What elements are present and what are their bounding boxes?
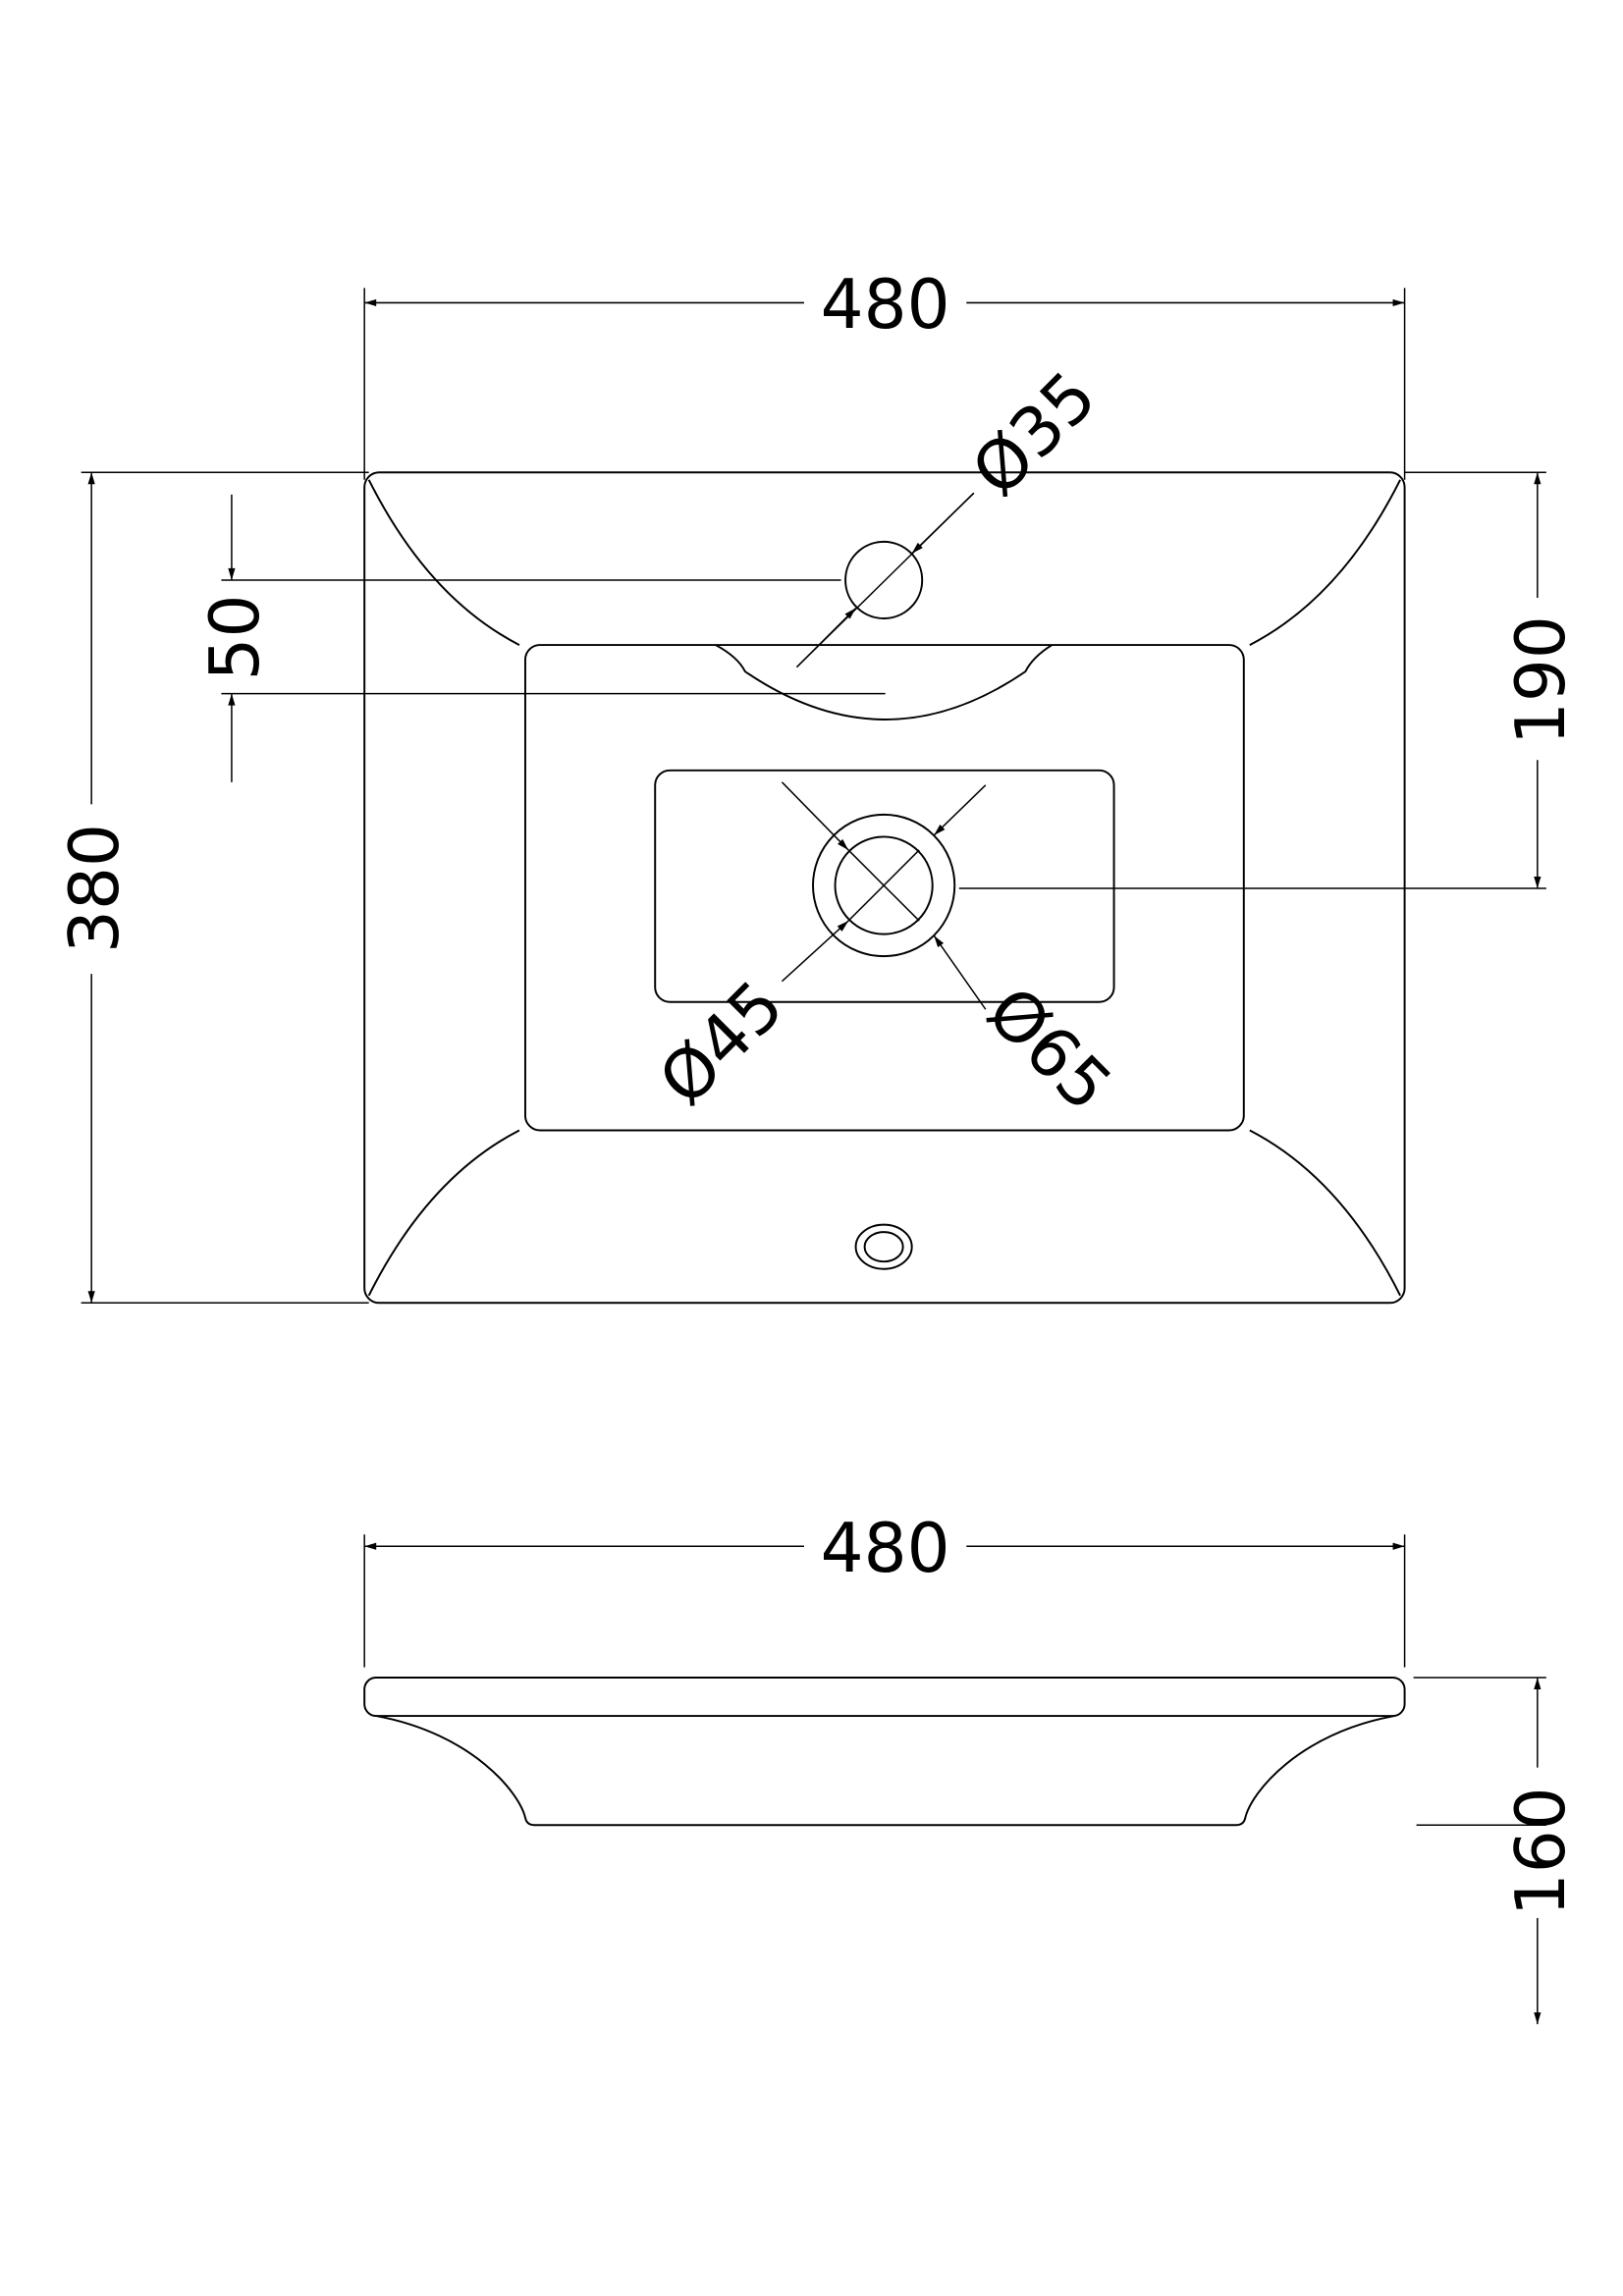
tap-deck-curve — [715, 644, 1053, 721]
width-dimension-label: 480 — [821, 266, 950, 345]
overflow-hole-inner — [863, 1231, 904, 1263]
basin-body — [376, 1715, 1395, 1827]
plan-view: 480 380 50 190 Ø35 Ø45 Ø65 — [56, 266, 1581, 1305]
waste-inner-diameter-label: Ø45 — [644, 966, 798, 1120]
overflow-hole — [854, 1223, 913, 1270]
side-view: 480 160 — [363, 1510, 1581, 2025]
waste-outer-diameter-label: Ø65 — [972, 972, 1126, 1126]
waste-outer-ring — [812, 813, 956, 958]
side-width-dimension-label: 480 — [821, 1510, 950, 1588]
height-dimension-label: 160 — [1502, 1787, 1581, 1916]
depth-dimension-label: 380 — [56, 824, 135, 953]
basin-inner-outline — [654, 769, 1115, 1003]
tap-hole — [844, 540, 924, 619]
waste-offset-dimension-label: 190 — [1502, 615, 1581, 745]
tap-hole-diameter-label: Ø35 — [957, 357, 1111, 511]
waste-inner-ring — [834, 835, 934, 935]
basin-rim — [363, 1677, 1406, 1718]
tap-offset-dimension-label: 50 — [196, 595, 275, 681]
